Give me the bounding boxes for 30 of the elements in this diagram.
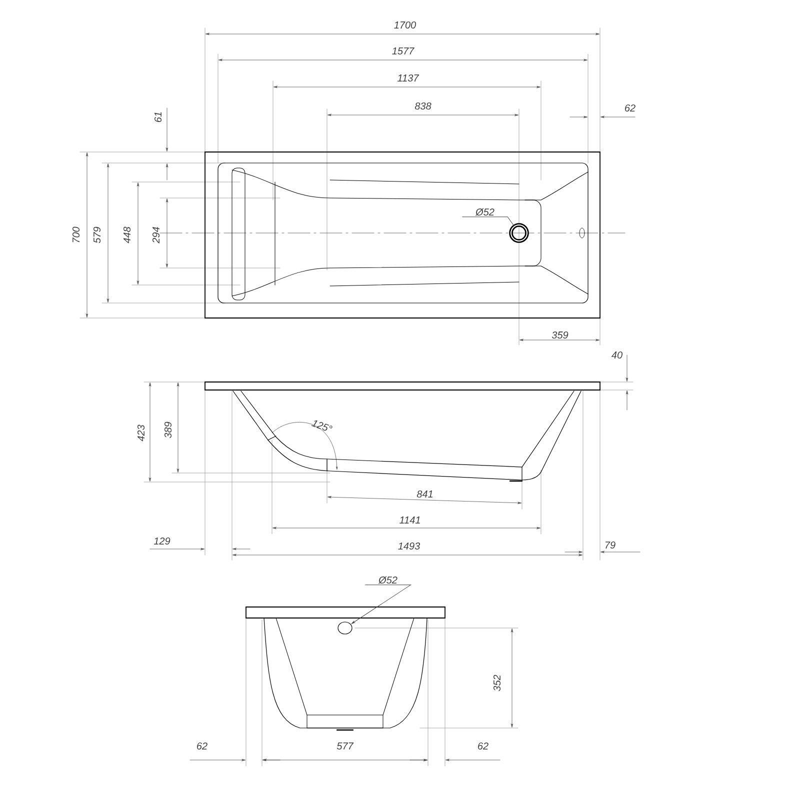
dimension-text: 40 xyxy=(612,351,622,359)
dimension-text: 294 xyxy=(152,227,160,244)
leader-line xyxy=(462,216,514,226)
dimension-text: 577 xyxy=(336,742,354,750)
dimension-text: 62 xyxy=(478,742,488,750)
dimension-text: 1700 xyxy=(394,21,416,29)
dimension-text: 1137 xyxy=(398,74,420,82)
drain-hole xyxy=(509,223,529,243)
dimension-text: 579 xyxy=(93,226,101,244)
dimension-text: 62 xyxy=(197,742,208,750)
dimension-text: 61 xyxy=(154,112,162,122)
dimension-text: 62 xyxy=(625,104,636,112)
overflow-hole xyxy=(338,622,352,634)
dimension-text: 79 xyxy=(605,541,616,549)
dimension-text: 359 xyxy=(552,331,568,339)
dimension-text: 352 xyxy=(493,674,501,692)
dimension-text: 389 xyxy=(164,422,172,438)
dimension-text: 129 xyxy=(154,537,170,545)
dimension-text: 700 xyxy=(72,226,80,242)
dimension-text: 838 xyxy=(414,102,432,110)
dimension-text: 1141 xyxy=(400,516,420,524)
dimension-text: 125° xyxy=(311,420,332,431)
dimension-text: 448 xyxy=(123,226,131,244)
dimension-text: 1493 xyxy=(398,542,420,550)
leader-line xyxy=(351,584,411,624)
diameter-label: Ø52 xyxy=(378,576,398,584)
dimension-text: 423 xyxy=(137,424,145,442)
diameter-label: Ø52 xyxy=(475,208,494,216)
dimension-text: 1577 xyxy=(392,48,414,54)
dimension-text: 841 xyxy=(416,490,432,498)
